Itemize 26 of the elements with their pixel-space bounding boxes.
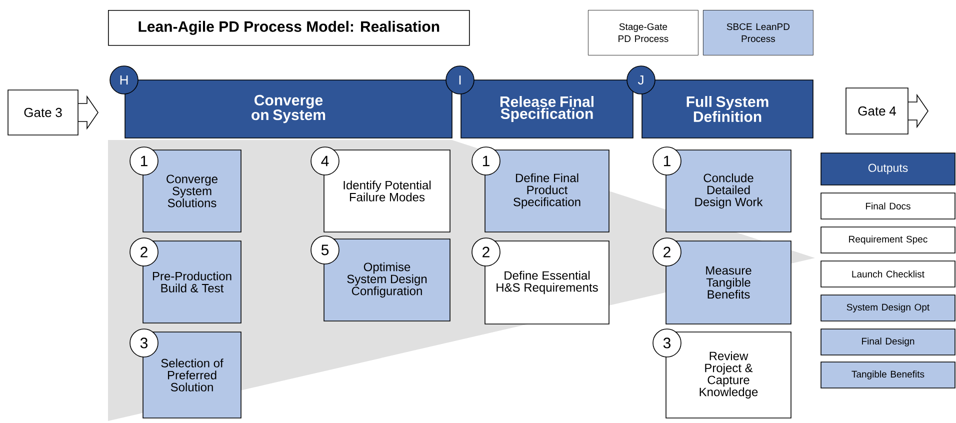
number-badge: 4 [310, 146, 340, 176]
gate-box: Gate 4 [846, 88, 928, 134]
number-badge: 3 [652, 328, 682, 358]
output-box: Outputs [820, 152, 956, 186]
number-badge: 1 [130, 146, 158, 176]
number-badge: 2 [652, 238, 682, 266]
number-badge: 2 [472, 238, 500, 266]
output-box: Launch Checklist [820, 260, 956, 288]
letter-badge: I [446, 66, 474, 94]
gate-box: Gate 3 [8, 90, 98, 136]
output-box: System Design Opt [820, 294, 956, 322]
letter-badge: H [110, 66, 138, 94]
number-badge: 1 [472, 146, 500, 176]
title-box: Lean-Agile PD Process Model: Realisation [108, 10, 470, 46]
legend-box: Stage-Gate PD Process [588, 10, 698, 56]
output-box: Tangible Benefits [820, 362, 956, 388]
number-badge: 2 [130, 238, 158, 266]
letter-badge: J [626, 66, 656, 94]
output-box: Requirement Spec [820, 226, 956, 254]
number-badge: 3 [130, 328, 158, 358]
output-box: Final Design [820, 328, 956, 356]
number-badge: 5 [310, 236, 340, 264]
phase-header: Release Final Specification [460, 80, 634, 138]
output-box: Final Docs [820, 192, 956, 220]
number-badge: 1 [652, 146, 682, 176]
legend-box: SBCE LeanPD Process [703, 10, 814, 56]
